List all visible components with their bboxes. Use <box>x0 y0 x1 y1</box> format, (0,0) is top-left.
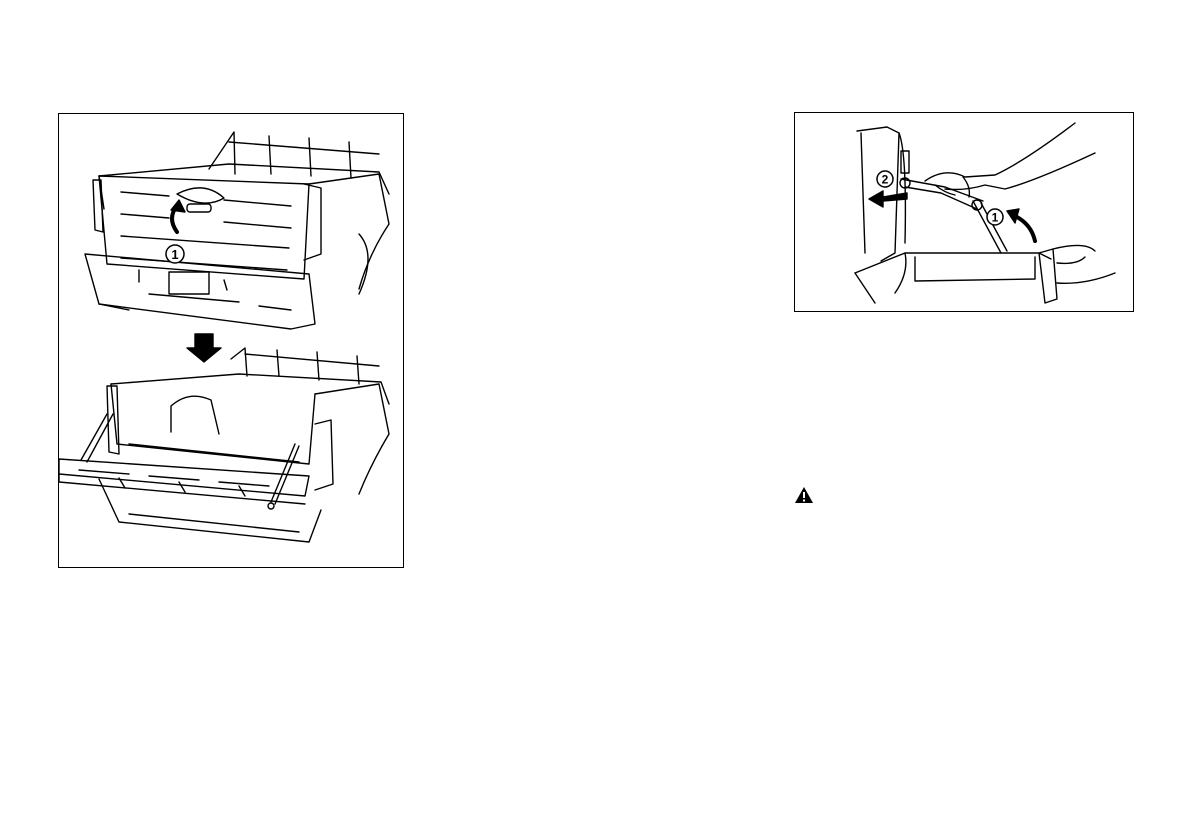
callout-1-label: 1 <box>171 247 178 262</box>
callout-1-label: 1 <box>992 211 999 225</box>
callout-1-marker: 1 <box>166 245 184 263</box>
tailgate-cable-illustration: 2 1 <box>795 113 1135 313</box>
callout-1-marker: 1 <box>987 209 1003 225</box>
tailgate-cable-figure: 2 1 <box>794 112 1134 312</box>
callout-2-marker: 2 <box>877 171 893 187</box>
warning-triangle-icon <box>794 486 814 504</box>
tailgate-figure: 1 <box>58 113 404 568</box>
callout-2-label: 2 <box>882 173 889 187</box>
tailgate-illustration: 1 <box>59 114 405 569</box>
